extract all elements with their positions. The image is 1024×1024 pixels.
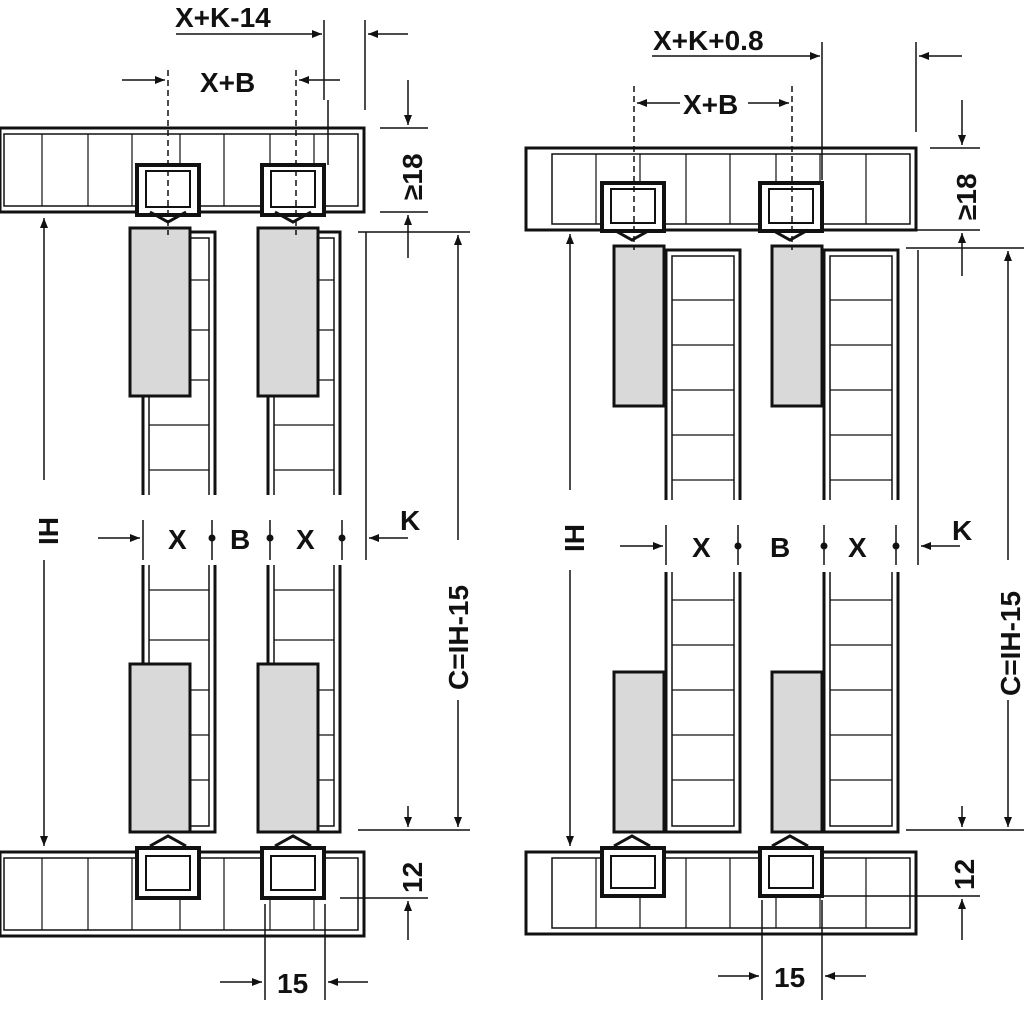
- right-bottom-track: [524, 846, 918, 936]
- right-dim-center: C=IH-15: [995, 591, 1024, 696]
- right-dimensions: [566, 42, 1024, 1000]
- left-label-b: B: [230, 524, 250, 555]
- right-drawing: [524, 42, 1024, 1000]
- left-dim-k: K: [400, 505, 420, 536]
- left-dim-center: C=IH-15: [443, 585, 474, 690]
- right-dim-bottom-width: 15: [774, 962, 805, 993]
- left-label-x-left: X: [168, 524, 187, 555]
- right-dim-bottom-clearance: 12: [949, 859, 980, 890]
- left-drawing: [0, 20, 470, 1000]
- left-dim-top-outer: X+K-14: [175, 2, 271, 33]
- right-dim-top-inner: X+B: [683, 89, 738, 120]
- left-top-track: [0, 126, 366, 217]
- left-dim-top-clearance: ≥18: [397, 153, 428, 200]
- right-label-b: B: [770, 532, 790, 563]
- left-dim-top-inner: X+B: [200, 67, 255, 98]
- left-dim-bottom-width: 15: [277, 968, 308, 999]
- right-label-x-left: X: [692, 532, 711, 563]
- right-dim-top-clearance: ≥18: [951, 173, 982, 220]
- right-dim-height-total: IH: [559, 524, 590, 552]
- left-label-x-right: X: [296, 524, 315, 555]
- right-dim-k: K: [952, 515, 972, 546]
- right-dim-top-outer: X+K+0.8: [653, 25, 764, 56]
- right-label-x-right: X: [848, 532, 867, 563]
- left-dimensions: [40, 20, 470, 1000]
- right-top-track: [524, 146, 918, 233]
- left-bottom-track: [0, 846, 366, 938]
- left-dim-bottom-clearance: 12: [397, 862, 428, 893]
- left-dim-height-total: IH: [33, 517, 64, 545]
